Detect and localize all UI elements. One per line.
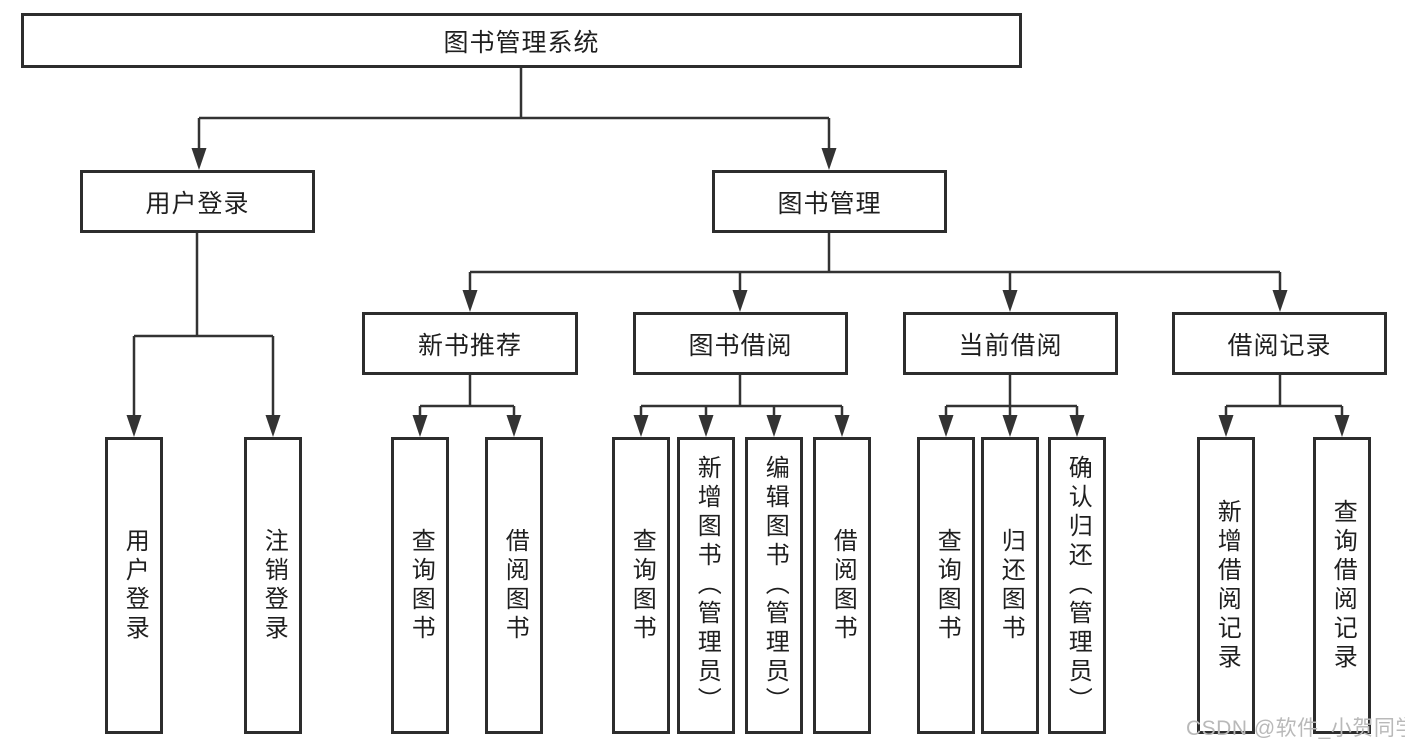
node-book-management: 图书管理 (712, 170, 947, 233)
leaf-return-book: 归还图书 (981, 437, 1039, 734)
leaf-user-login: 用户登录 (105, 437, 163, 734)
leaf-edit-book-admin: 编辑图书（管理员） (745, 437, 803, 734)
node-user-login-label: 用户登录 (145, 189, 250, 218)
node-root-system: 图书管理系统 (21, 13, 1022, 68)
leaf-user-login-label: 用户登录 (121, 527, 149, 644)
leaf-borrow-query-books: 查询图书 (612, 437, 670, 734)
node-borrow-records-label: 借阅记录 (1227, 331, 1332, 360)
leaf-add-book-admin: 新增图书（管理员） (677, 437, 735, 734)
leaf-logout-label: 注销登录 (260, 527, 288, 644)
node-current-borrow: 当前借阅 (903, 312, 1118, 375)
leaf-add-borrow-record-label: 新增借阅记录 (1213, 498, 1241, 673)
node-user-login: 用户登录 (80, 170, 315, 233)
node-book-borrow: 图书借阅 (633, 312, 848, 375)
node-book-management-label: 图书管理 (777, 189, 882, 218)
leaf-borrow-books: 借阅图书 (813, 437, 871, 734)
leaf-borrow-query-books-label: 查询图书 (628, 527, 656, 644)
leaf-add-borrow-record: 新增借阅记录 (1197, 437, 1255, 734)
node-current-borrow-label: 当前借阅 (958, 331, 1063, 360)
leaf-recommend-borrow-books-label: 借阅图书 (501, 527, 529, 644)
csdn-watermark: CSDN @软件_小贺同学 (1186, 717, 1405, 740)
leaf-add-book-admin-label: 新增图书（管理员） (693, 455, 721, 716)
leaf-current-query-books-label: 查询图书 (933, 527, 961, 644)
node-root-system-label: 图书管理系统 (443, 28, 600, 57)
node-new-book-recommend: 新书推荐 (362, 312, 578, 375)
leaf-logout: 注销登录 (244, 437, 302, 734)
leaf-confirm-return-admin: 确认归还（管理员） (1048, 437, 1106, 734)
leaf-current-query-books: 查询图书 (917, 437, 975, 734)
leaf-edit-book-admin-label: 编辑图书（管理员） (761, 455, 789, 716)
leaf-query-borrow-record: 查询借阅记录 (1313, 437, 1371, 734)
node-book-borrow-label: 图书借阅 (688, 331, 793, 360)
leaf-borrow-books-label: 借阅图书 (829, 527, 857, 644)
node-new-book-recommend-label: 新书推荐 (417, 331, 522, 360)
leaf-query-borrow-record-label: 查询借阅记录 (1329, 498, 1357, 673)
leaf-recommend-borrow-books: 借阅图书 (485, 437, 543, 734)
leaf-return-book-label: 归还图书 (997, 527, 1025, 644)
leaf-recommend-query-books: 查询图书 (391, 437, 449, 734)
node-borrow-records: 借阅记录 (1172, 312, 1387, 375)
leaf-confirm-return-admin-label: 确认归还（管理员） (1064, 455, 1092, 716)
leaf-recommend-query-books-label: 查询图书 (407, 527, 435, 644)
